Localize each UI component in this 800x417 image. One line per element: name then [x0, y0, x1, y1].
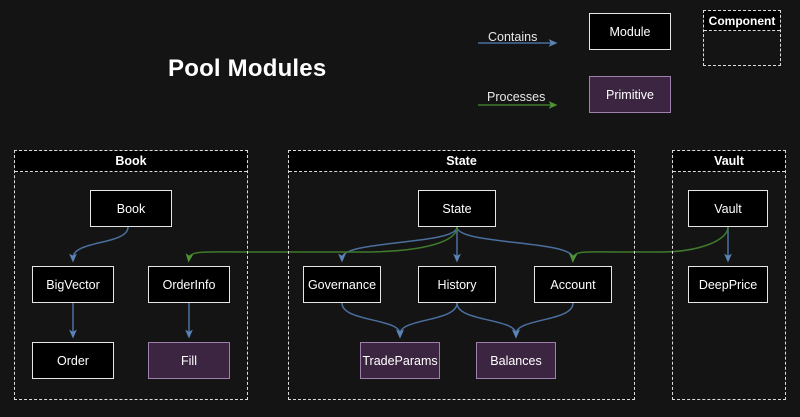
legend-component-label: Component: [704, 11, 780, 31]
node-fill[interactable]: Fill: [148, 342, 230, 379]
node-governance[interactable]: Governance: [303, 266, 381, 303]
legend-component-box: Component: [703, 10, 781, 66]
legend-processes-label: Processes: [487, 90, 546, 104]
node-state[interactable]: State: [418, 190, 496, 227]
group-state: State: [288, 150, 635, 400]
node-history[interactable]: History: [418, 266, 496, 303]
group-book-label: Book: [15, 151, 247, 172]
node-order[interactable]: Order: [32, 342, 114, 379]
node-book[interactable]: Book: [90, 190, 172, 227]
group-book: Book: [14, 150, 248, 400]
legend-module-box: Module: [589, 13, 671, 50]
group-vault: Vault: [672, 150, 786, 400]
legend-contains-label: Contains: [488, 30, 538, 44]
node-deepprice[interactable]: DeepPrice: [688, 266, 768, 303]
node-tradeparams[interactable]: TradeParams: [360, 342, 440, 379]
node-bigvector[interactable]: BigVector: [32, 266, 114, 303]
node-account[interactable]: Account: [534, 266, 612, 303]
node-vault[interactable]: Vault: [688, 190, 768, 227]
node-orderinfo[interactable]: OrderInfo: [148, 266, 230, 303]
node-balances[interactable]: Balances: [476, 342, 556, 379]
group-vault-label: Vault: [673, 151, 785, 172]
legend-primitive-box: Primitive: [589, 76, 671, 113]
page-title: Pool Modules: [168, 55, 327, 82]
group-state-label: State: [289, 151, 634, 172]
